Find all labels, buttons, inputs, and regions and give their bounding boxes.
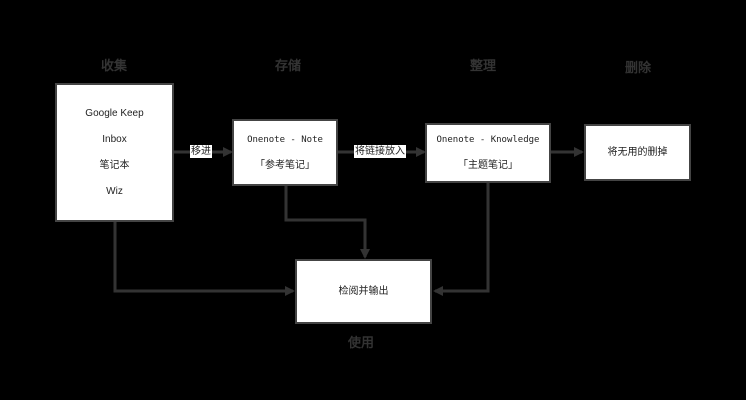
review-box: 检阅并输出 bbox=[295, 259, 432, 324]
heading-use: 使用 bbox=[347, 335, 374, 350]
note-title: Onenote - Note bbox=[247, 134, 323, 145]
review-label: 检阅并输出 bbox=[338, 285, 389, 297]
edge-sources-to-review bbox=[113, 222, 295, 296]
delete-box: 将无用的删掉 bbox=[584, 124, 691, 181]
source-inbox: Inbox bbox=[102, 133, 127, 145]
edge-knowledge-to-review bbox=[433, 183, 490, 296]
heading-delete: 删除 bbox=[624, 60, 651, 75]
knowledge-title: Onenote - Knowledge bbox=[436, 135, 540, 145]
edge-note-to-review bbox=[284, 186, 370, 259]
sources-box: Google Keep Inbox 笔记本 Wiz bbox=[55, 83, 174, 222]
knowledge-box: Onenote - Knowledge 「主题笔记」 bbox=[425, 123, 551, 183]
edge-label-move-in: 移进 bbox=[190, 145, 212, 158]
note-box: Onenote - Note 「参考笔记」 bbox=[232, 119, 338, 186]
delete-label: 将无用的删掉 bbox=[607, 146, 668, 158]
heading-store: 存储 bbox=[274, 58, 301, 73]
knowledge-subtitle: 「主题笔记」 bbox=[458, 160, 518, 171]
source-google-keep: Google Keep bbox=[85, 107, 144, 119]
edge-label-link-in: 将链接放入 bbox=[354, 145, 406, 158]
note-subtitle: 「参考笔记」 bbox=[255, 159, 315, 171]
heading-collect: 收集 bbox=[100, 58, 127, 73]
heading-organize: 整理 bbox=[469, 58, 496, 73]
source-notebook: 笔记本 bbox=[99, 159, 130, 171]
source-wiz: Wiz bbox=[106, 185, 123, 197]
